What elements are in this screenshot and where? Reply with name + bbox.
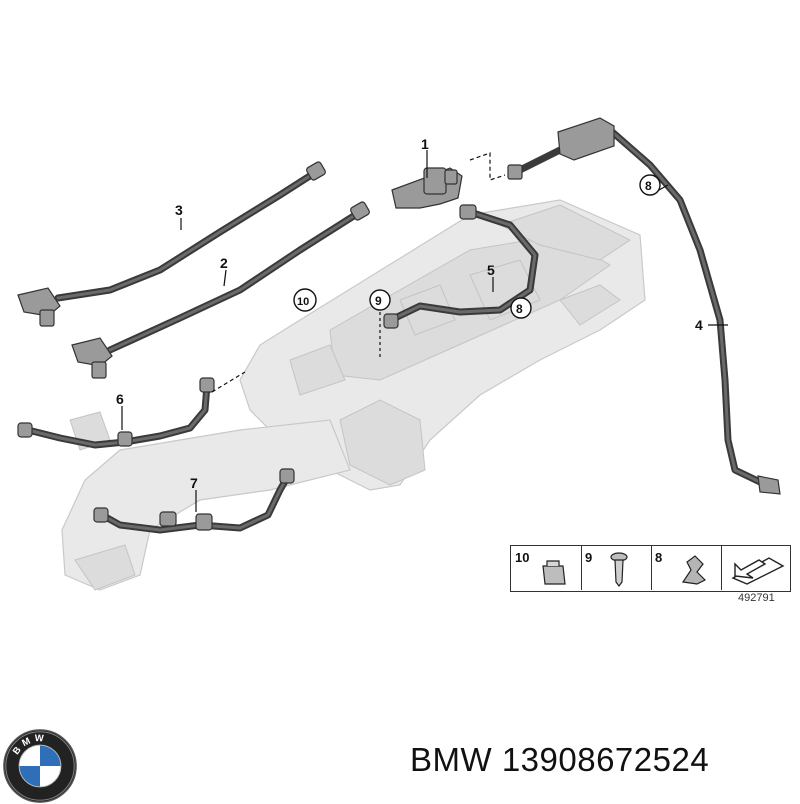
callout-10: 10 (297, 296, 309, 308)
callout-8b: 8 (516, 302, 523, 316)
clip-nut-icon (542, 560, 566, 585)
callout-7: 7 (190, 475, 198, 491)
hose-part-6 (17, 377, 215, 449)
legend-cell-10: 10 (511, 546, 582, 590)
bmw-roundel-logo: BMW (3, 729, 77, 803)
callout-9-circle (369, 289, 391, 311)
parts-legend: 10 9 8 (510, 545, 791, 592)
brand-part-number: BMW 13908672524 (410, 741, 710, 778)
legend-cell-arrow (721, 546, 790, 590)
callout-leaders (121, 150, 728, 512)
callout-5: 5 (487, 262, 495, 278)
callout-8-circle-a (639, 174, 661, 196)
callout-3: 3 (175, 202, 183, 218)
callout-9: 9 (375, 294, 382, 308)
screw-icon (610, 552, 628, 587)
legend-num-10: 10 (515, 550, 530, 565)
legend-num-9: 9 (585, 550, 593, 565)
hose-part-4 (507, 117, 781, 495)
arrow-sheet-icon (731, 557, 785, 585)
legend-cell-9: 9 (581, 546, 652, 590)
callout-8a: 8 (645, 179, 652, 193)
hose-part-7 (93, 468, 295, 534)
hose-part-2 (71, 201, 370, 379)
hose-clip-icon (681, 555, 707, 585)
legend-cell-8: 8 (651, 546, 722, 590)
callout-8-circle-b (510, 297, 532, 319)
intake-manifold (239, 199, 646, 491)
intake-pipe (61, 411, 351, 591)
callout-10-circle (293, 288, 317, 312)
legend-num-8: 8 (655, 550, 663, 565)
callout-1: 1 (421, 136, 429, 152)
valve-part-1 (391, 152, 506, 209)
callout-2: 2 (220, 255, 228, 271)
hose-part-3 (17, 161, 326, 327)
diagram-code: 492791 (738, 592, 775, 604)
callout-4: 4 (695, 317, 703, 333)
callout-6: 6 (116, 391, 124, 407)
